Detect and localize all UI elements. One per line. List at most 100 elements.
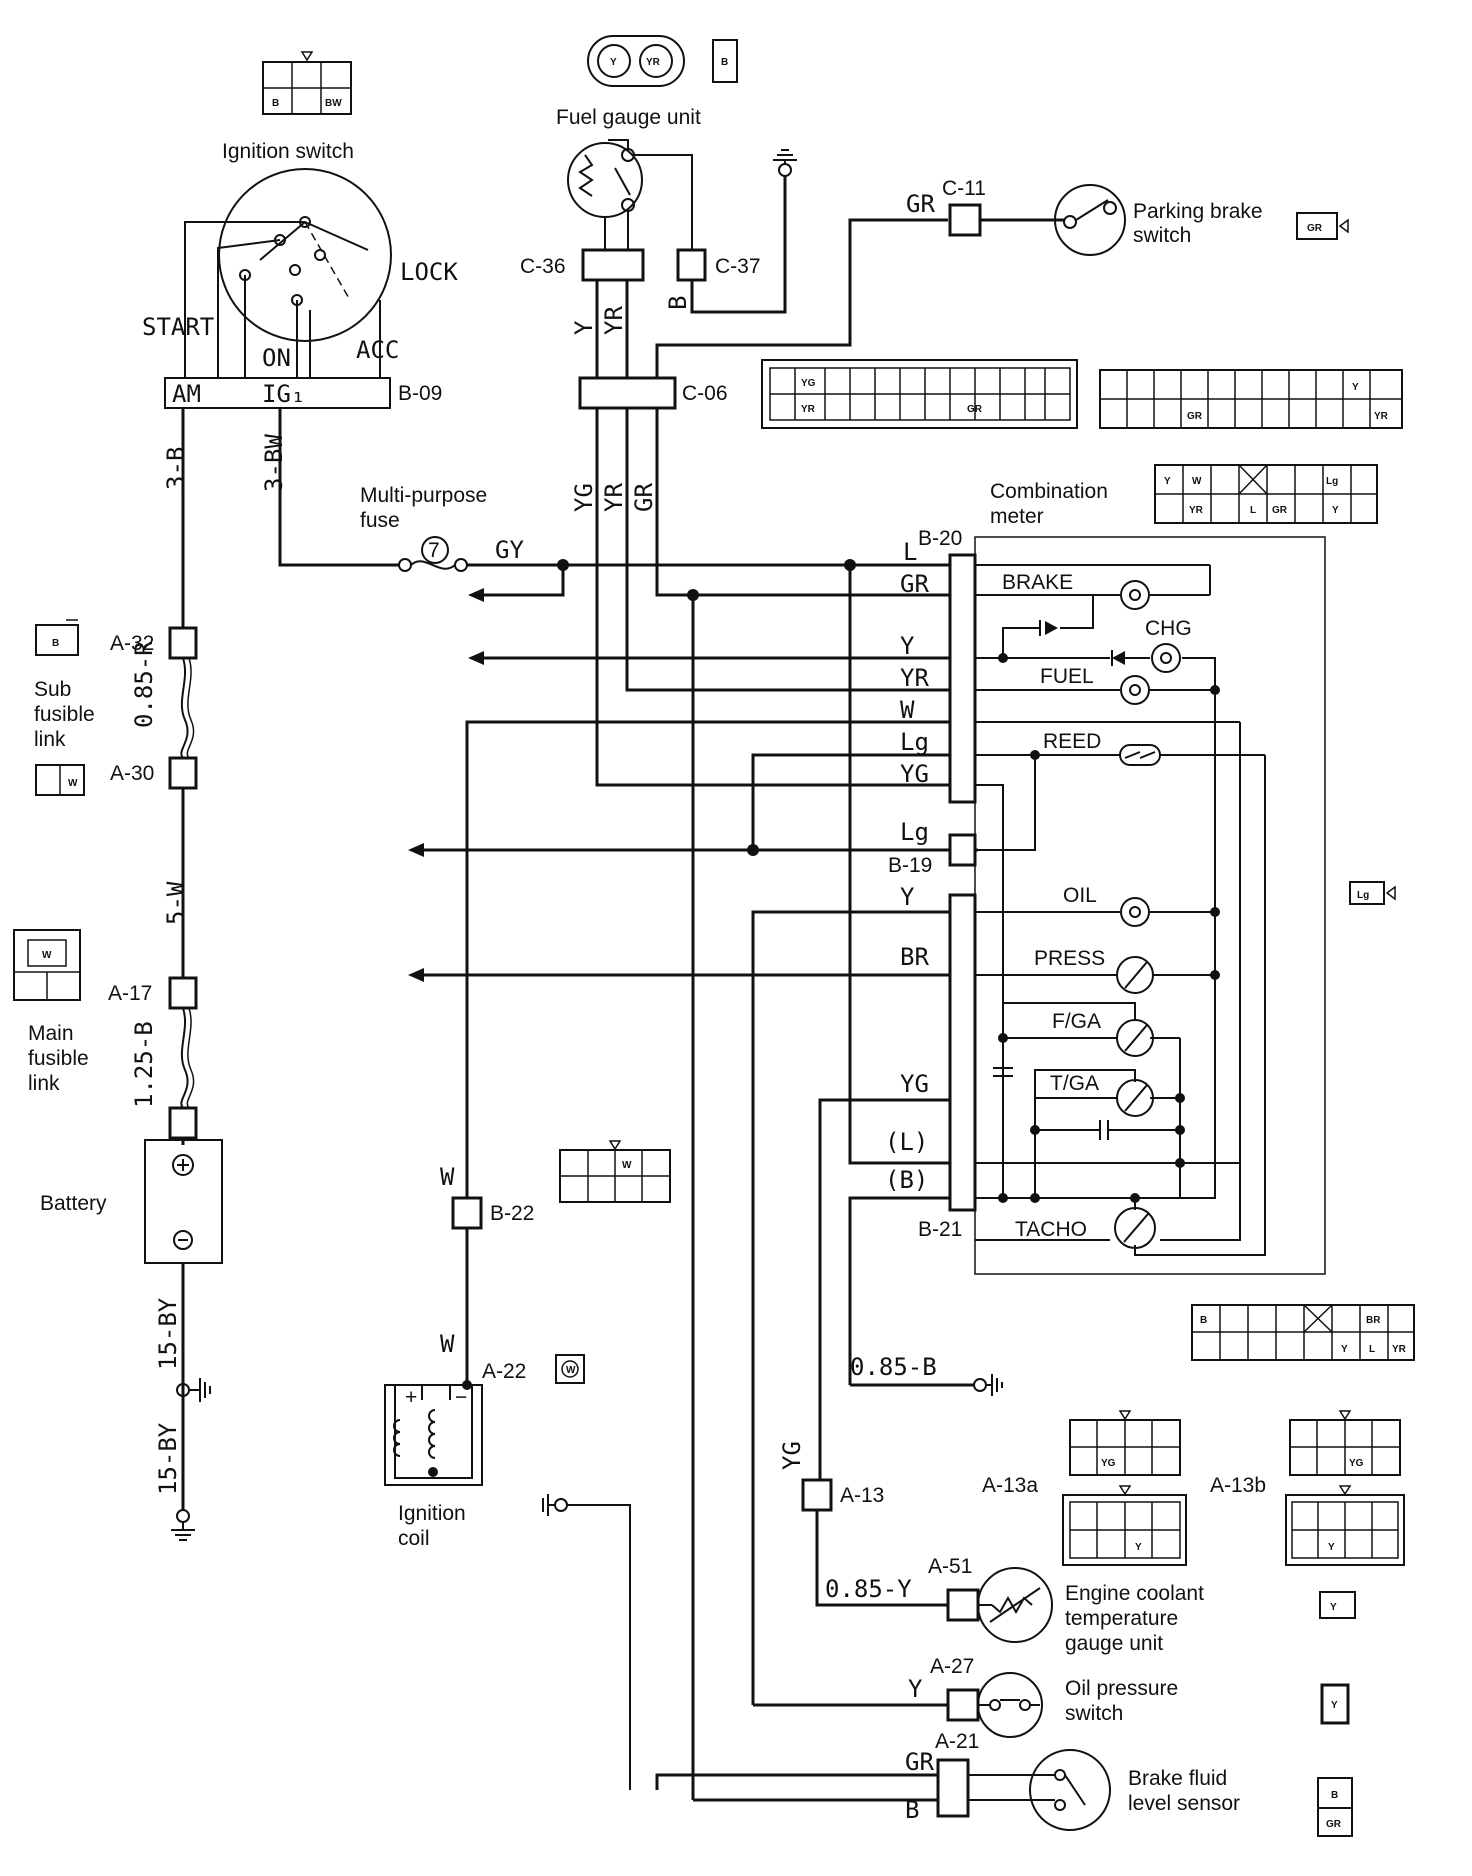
pressure-gauge-icon [1116, 956, 1154, 994]
pin-label: B [52, 638, 59, 649]
connector-c37 [676, 248, 707, 282]
main-fusible-link-label: Main [28, 1022, 74, 1045]
multipurpose-fuse: Multi-purpose fuse 7 GY [360, 484, 950, 602]
thermistor-icon [991, 1595, 1033, 1615]
wire-gr-label: GR [905, 1748, 934, 1776]
fuel-gauge-label: F/GA [1052, 1010, 1101, 1033]
tachometer-icon [1114, 1207, 1156, 1249]
combination-meter: Combination meter B-20 B-19 B-21 [888, 480, 1326, 1275]
connector-a21-label: A-21 [935, 1730, 979, 1753]
meter-feed-wires: YG YR GR L GR Y YR W L [408, 408, 978, 1800]
pin-label: GR [1307, 223, 1323, 234]
connector-a51 [946, 1588, 980, 1622]
pin-label: B [272, 98, 279, 109]
wire-lg-label: Lg [900, 818, 929, 846]
battery-terminal-connector [168, 1106, 198, 1140]
connector-b22 [451, 1196, 483, 1230]
battery: Battery [40, 1139, 223, 1264]
wire-125b-label: 1.25-B [130, 1021, 158, 1108]
chg-indicator-label: CHG [1145, 617, 1192, 640]
connector-b19 [948, 833, 977, 867]
pin-label: Y [1135, 1542, 1142, 1553]
multipurpose-fuse-label: fuse [360, 509, 400, 532]
wire-5w-label: 5-W [162, 881, 190, 925]
ground-icon [542, 1494, 555, 1516]
coolant-gauge-unit-label: temperature [1065, 1607, 1178, 1630]
pin-label: B [1331, 1790, 1338, 1801]
pin-label: Y [1352, 382, 1359, 393]
ground-point [778, 163, 792, 177]
pin-label: GR [1272, 505, 1288, 516]
ignition-switch-terminal-block [164, 377, 391, 409]
wire-b-label: (B) [885, 1166, 928, 1194]
reed-switch-icon [1119, 744, 1161, 766]
pin-label: GR [1326, 1819, 1342, 1830]
connector-a30 [168, 756, 198, 790]
wire-yg-label: YG [778, 1441, 806, 1470]
brake-fluid-sensor-label: Brake fluid [1128, 1767, 1227, 1790]
connector-a13b-label: A-13b [1210, 1474, 1266, 1497]
wire-l-label: L [903, 538, 917, 566]
ignition-coil-connector-icon-2: W [555, 1354, 585, 1384]
wire-15by-label: 15-BY [154, 1422, 182, 1495]
ground-point [973, 1378, 987, 1392]
pin-label: L [1250, 505, 1256, 516]
fuse-icon [410, 560, 456, 570]
main-fusible-link-label: link [28, 1072, 60, 1095]
oil-indicator-label: OIL [1063, 884, 1097, 907]
fuel-gauge-connector-icon: Y YR B [587, 35, 738, 87]
connector-a32-label: A-32 [110, 632, 154, 655]
secondary-winding-icon [428, 1409, 436, 1459]
main-fusible-link-label: fusible [28, 1047, 89, 1070]
wire-lg-label: Lg [900, 728, 929, 756]
wire-br-label: BR [900, 943, 929, 971]
ignition-coil: W B-22 A-22 W + − Ignition coil [384, 1140, 671, 1550]
connector-c06-label: C-06 [682, 382, 728, 405]
connector-b19-label: B-19 [888, 854, 932, 877]
sub-fusible-link-label: link [34, 728, 66, 751]
connector-a32 [168, 626, 198, 660]
lock-position-label: LOCK [400, 258, 458, 286]
coil-minus-sign: − [455, 1386, 467, 1409]
pin-label: B [721, 57, 728, 68]
brake-fluid-connector-icon: B GR [1317, 1777, 1353, 1837]
temperature-gauge-icon [1116, 1079, 1154, 1117]
coil-plus-sign: + [405, 1386, 417, 1409]
wire-y-label: Y [570, 320, 598, 335]
pin-label: Y [1331, 1700, 1338, 1711]
pin-label: YR [801, 404, 816, 415]
primary-winding-icon [393, 1419, 401, 1457]
on-position-label: ON [262, 344, 291, 372]
acc-position-label: ACC [356, 336, 399, 364]
combination-meter-label: meter [990, 505, 1044, 528]
connector-a27-label: A-27 [930, 1655, 974, 1678]
connector-b20-pin-grid: Y W Lg YR L GR Y [1154, 464, 1378, 524]
connector-c11-label: C-11 [942, 177, 986, 200]
connector-a13a-label: A-13a [982, 1474, 1038, 1497]
wire-y-label: Y [900, 883, 915, 911]
brake-indicator-label: BRAKE [1002, 571, 1073, 594]
fuel-gauge-sender-body [567, 142, 643, 218]
connector-c36-label: C-36 [520, 255, 566, 278]
ground-point [176, 1509, 190, 1523]
fuel-gauge-icon [1116, 1019, 1154, 1057]
multipurpose-fuse-label: Multi-purpose [360, 484, 487, 507]
connector-c06-pin-grid-left: YG YR GR [761, 359, 1078, 429]
connector-b09-label: B-09 [398, 382, 442, 405]
wire-yr-label: YR [900, 664, 929, 692]
wire-y-label: Y [900, 632, 915, 660]
pin-label: GR [967, 404, 983, 415]
parking-brake-switch: GR C-11 Parking brake switch GR [655, 177, 1349, 378]
connector-c06 [578, 376, 677, 410]
pin-label: YR [646, 57, 661, 68]
wire-gr-label: GR [630, 483, 658, 512]
coolant-gauge-unit-label: Engine coolant [1065, 1582, 1204, 1605]
fuse-number-badge [421, 536, 449, 564]
connector-a21 [936, 1758, 970, 1818]
pin-label: BW [325, 98, 342, 109]
pin-label: Y [1332, 505, 1339, 516]
wire-gy-label: GY [495, 536, 524, 564]
ground-icon [171, 1522, 195, 1541]
pin-label: W [622, 1160, 632, 1171]
